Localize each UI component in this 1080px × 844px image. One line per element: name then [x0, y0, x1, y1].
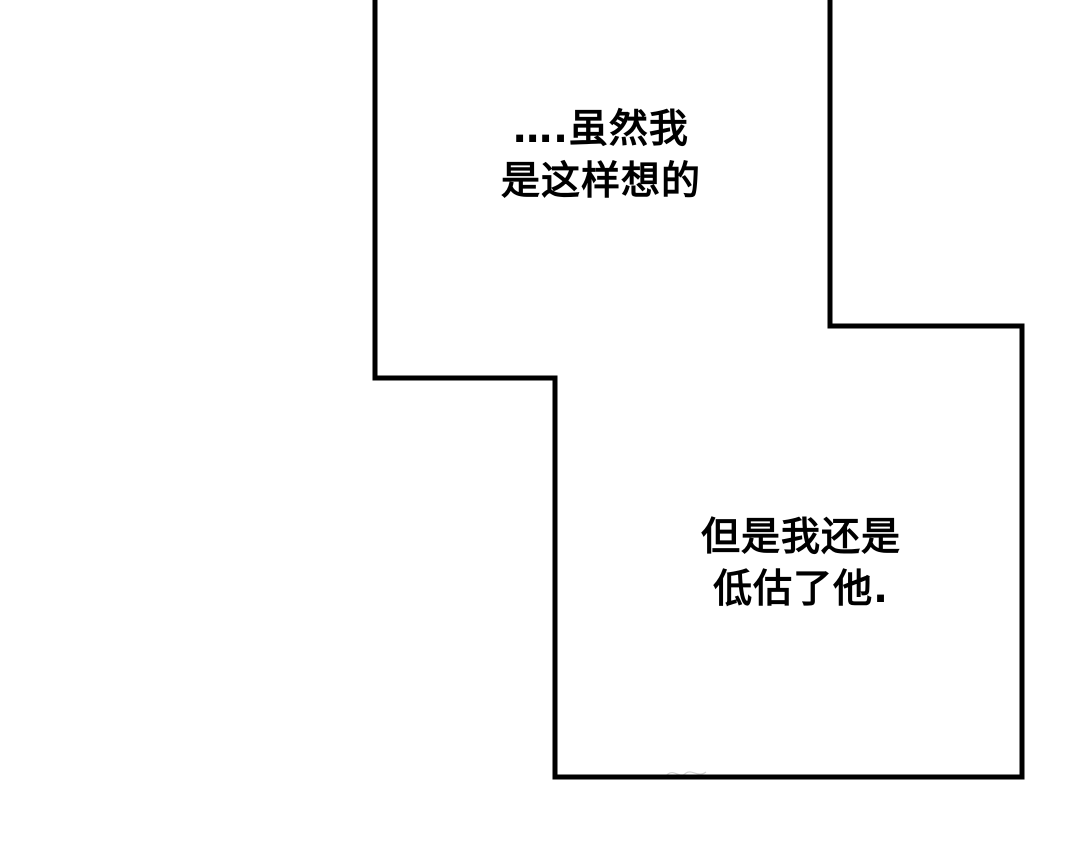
caption-bottom-line-2: 低估了他. — [713, 567, 889, 612]
caption-top: ….虽然我 是这样想的 — [470, 104, 732, 208]
watermark-mark — [649, 771, 707, 779]
caption-bottom: 但是我还是 低估了他. — [672, 512, 930, 616]
panel-border — [372, 0, 1025, 780]
caption-top-line-2: 是这样想的 — [500, 159, 701, 204]
caption-top-line-1: ….虽然我 — [513, 107, 689, 152]
caption-bottom-line-1: 但是我还是 — [700, 515, 901, 560]
